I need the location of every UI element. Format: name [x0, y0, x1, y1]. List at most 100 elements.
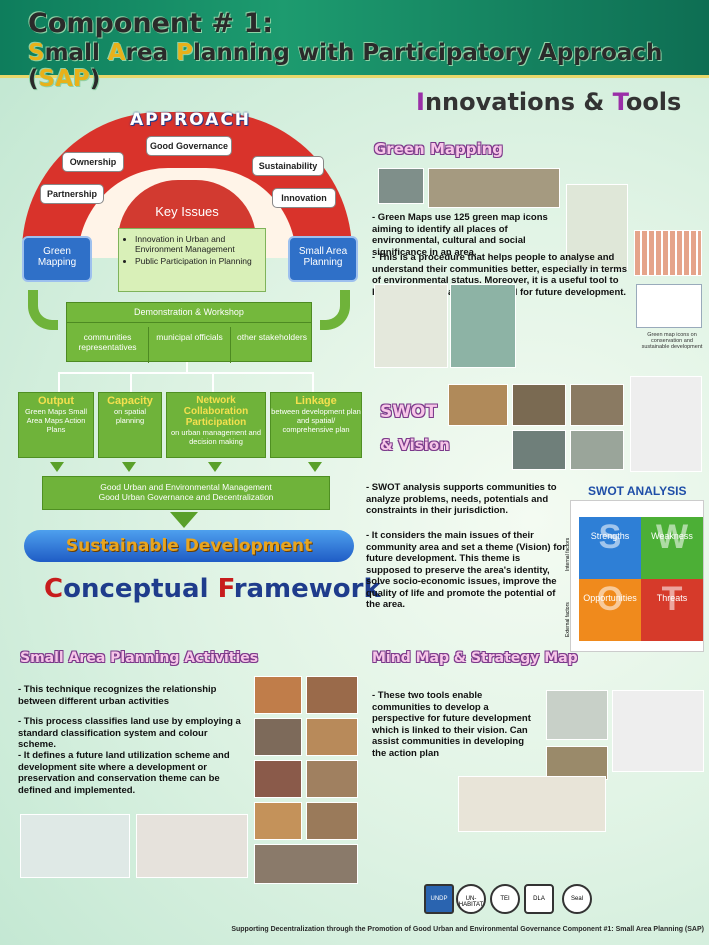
conceptual-framework-title: Conceptual Framework	[44, 574, 381, 604]
sap-photo-1	[254, 676, 302, 714]
good-line2: Good Urban Governance and Decentralizati…	[98, 492, 274, 502]
map-image-2	[374, 284, 448, 368]
arch-item-innovation: Innovation	[272, 188, 336, 208]
card-output-title: Output	[37, 395, 75, 407]
good-line1: Good Urban and Environmental Management	[100, 482, 272, 492]
mindmap-photo-4	[458, 776, 606, 832]
header-line1: Component # 1:	[28, 8, 274, 39]
concept-rest2: ramework	[233, 574, 381, 604]
arrow-down-3	[208, 462, 222, 472]
card-capacity: Capacity on spatial planning	[98, 392, 162, 458]
arrow-down-1	[50, 462, 64, 472]
demonstration-workshop: Demonstration & Workshop communities rep…	[66, 302, 312, 363]
sap-activities-title: Small Area Planning Activities	[20, 650, 259, 666]
green-mapping-title: Green Mapping	[374, 140, 504, 158]
sustainable-development: Sustainable Development	[24, 530, 354, 562]
swot-weakness: W Weakness	[641, 517, 703, 579]
sap-photo-7	[254, 802, 302, 840]
innov-t: T	[612, 88, 626, 116]
concept-f: F	[217, 574, 234, 604]
card-capacity-title: Capacity	[107, 395, 153, 407]
demo-cell-stakeholders: other stakeholders	[237, 332, 307, 342]
demo-title: Demonstration & Workshop	[67, 303, 311, 323]
arch-item-ownership: Ownership	[62, 152, 124, 172]
arch-item-partnership: Partnership	[40, 184, 104, 204]
swot-strengths: S Strengths	[579, 517, 641, 579]
connector-v2	[130, 372, 132, 392]
swot-photo-2	[512, 384, 566, 426]
logo-tei: TEI	[490, 884, 520, 914]
arrow-down-main	[170, 512, 198, 528]
green-mapping-bullet1: - Green Maps use 125 green map icons aim…	[372, 212, 548, 258]
logo-dla: DLA	[524, 884, 554, 914]
land-use-map-existing	[20, 814, 130, 878]
card-network-title: Network Collaboration Participation	[183, 395, 249, 428]
sap-bullet3: - It defines a future land utilization s…	[18, 750, 230, 796]
logo-un-habitat: UN-HABITAT	[456, 884, 486, 914]
sap-photo-5	[254, 760, 302, 798]
swot-bullet2: - It considers the main issues of their …	[366, 530, 566, 611]
mindmap-bullet1: - These two tools enable communities to …	[372, 690, 531, 759]
swot-photo-1	[448, 384, 508, 426]
icon-grid-image	[634, 230, 702, 276]
map-image-1	[566, 184, 628, 270]
connector-v4	[312, 372, 314, 392]
demo-cell-communities: communities representatives	[67, 327, 149, 363]
connector-stem	[186, 362, 188, 372]
vision-title: & Vision	[380, 436, 450, 454]
key-issue-1: Innovation in Urban and Environment Mana…	[135, 234, 259, 254]
footer-text: Supporting Decentralization through the …	[231, 926, 704, 933]
good-governance-box: Good Urban and Environmental Management …	[42, 476, 330, 510]
card-linkage-title: Linkage	[295, 395, 337, 407]
swot-photo-3	[570, 384, 624, 426]
sap-bullet2: - This process classifies land use by em…	[18, 716, 241, 751]
swot-photo-5	[512, 430, 566, 470]
swot-analysis-title: SWOT ANALYSIS	[588, 484, 687, 498]
word-rea: rea	[125, 40, 177, 66]
photo-green-mapping-1	[378, 168, 424, 204]
connector-v3	[212, 372, 214, 392]
swot-title: SWOT	[380, 402, 438, 422]
swot-t-label: Threats	[656, 593, 688, 603]
swot-photo-4	[630, 376, 702, 472]
sap-photo-8	[306, 802, 358, 840]
arch-item-governance: Good Governance	[146, 136, 232, 156]
curved-arrow-right	[320, 290, 350, 330]
word-sap: SAP	[38, 66, 90, 92]
card-output: Output Green Maps Small Area Maps Action…	[18, 392, 94, 458]
key-issues-box: Innovation in Urban and Environment Mana…	[118, 228, 266, 292]
concept-c: C	[44, 574, 64, 604]
swot-photo-6	[570, 430, 624, 470]
close-paren: )	[89, 66, 101, 92]
header-line2: Small Area Planning with Participatory A…	[28, 40, 709, 92]
swot-w-letter: W	[655, 518, 689, 556]
innov-i: I	[416, 88, 425, 116]
innov-mid: nnovations &	[424, 88, 613, 116]
photo-green-mapping-2	[428, 168, 560, 208]
key-issue-2: Public Participation in Planning	[135, 256, 259, 266]
sap-photo-3	[254, 718, 302, 756]
card-linkage: Linkage between development plan and spa…	[270, 392, 362, 458]
mindmap-photo-1	[546, 690, 608, 740]
poster-header: Component # 1: Small Area Planning with …	[0, 0, 709, 92]
card-capacity-text: on spatial planning	[113, 407, 147, 425]
swot-analysis-grid: S Strengths W Weakness O Opportunities T…	[565, 500, 704, 652]
mindmap-photo-2	[612, 690, 704, 772]
connector-v1	[58, 372, 60, 392]
swot-threats: T Threats	[641, 579, 703, 641]
arch-item-sustainability: Sustainability	[252, 156, 324, 176]
cap-s: S	[28, 40, 45, 66]
approach-title: APPROACH	[130, 110, 252, 130]
mindmap-photo-3	[546, 746, 608, 780]
sap-photo-2	[306, 676, 358, 714]
sap-bullet1: - This technique recognizes the relation…	[18, 684, 217, 707]
sap-photo-9	[254, 844, 358, 884]
word-lanning: lanning with Participatory Approach (	[28, 40, 663, 92]
swot-bullet1: - SWOT analysis supports communities to …	[366, 482, 557, 517]
logo-undp: UNDP	[424, 884, 454, 914]
swot-opportunities: O Opportunities	[579, 579, 641, 641]
card-linkage-text: between development plan and spatial/ co…	[271, 407, 361, 434]
icon-caption: Green map icons on conservation and sust…	[641, 332, 703, 350]
green-mapping-box: Green Mapping	[22, 236, 92, 282]
swot-o-letter: O	[596, 580, 624, 618]
